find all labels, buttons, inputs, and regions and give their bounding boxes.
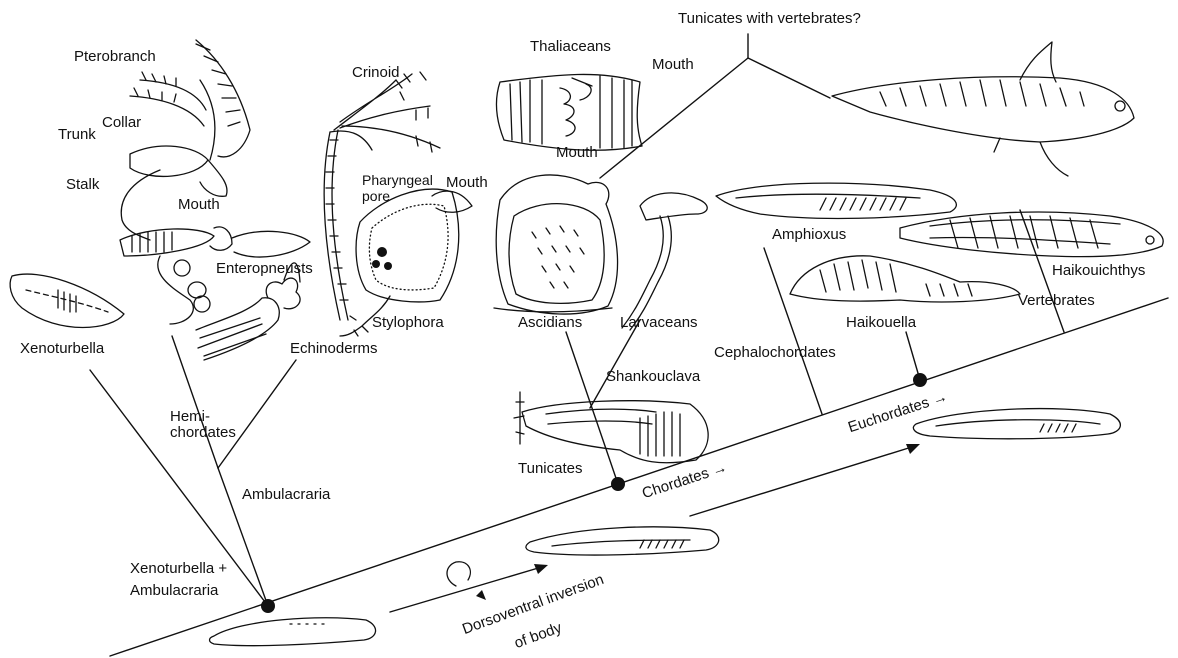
thaliacean-drawing — [497, 74, 642, 150]
shankouclava-drawing — [514, 392, 708, 463]
xeno-ambulacraria-label-line2: Ambulacraria — [130, 582, 218, 599]
rotation-arrow-icon — [447, 562, 486, 600]
larvaceans-label: Larvaceans — [620, 314, 698, 331]
hemichordate-branch — [172, 336, 218, 468]
thaliaceans-label: Thaliaceans — [530, 38, 611, 55]
tunicate-vert-right — [748, 58, 830, 98]
cephalochordate-branch — [764, 248, 822, 414]
ancestral-worm-1 — [210, 618, 376, 646]
ascidians-label: Ascidians — [518, 314, 582, 331]
collar-label: Collar — [102, 114, 141, 131]
node-euchordates — [913, 373, 927, 387]
tree-branches — [90, 34, 1168, 656]
enteropneusts-label: Enteropneusts — [216, 260, 313, 277]
mouth-stylophora-label: Mouth — [446, 174, 488, 191]
xenoturbella-drawing — [10, 274, 124, 327]
mouth-pterobranch-label: Mouth — [178, 196, 220, 213]
larvacean-drawing — [622, 193, 707, 330]
ancestral-worm-3 — [913, 409, 1120, 439]
shankouclava-label: Shankouclava — [606, 368, 700, 385]
stylophora-label: Stylophora — [372, 314, 444, 331]
ascidian-drawing — [494, 175, 618, 314]
haikouella-drawing — [790, 256, 1020, 302]
crinoid-label: Crinoid — [352, 64, 400, 81]
amphioxus-label: Amphioxus — [772, 226, 846, 243]
node-chordates — [611, 477, 625, 491]
dorsoventral-arrow-2 — [690, 446, 915, 516]
tunicates-label: Tunicates — [518, 460, 582, 477]
node-xeno-ambulacraria — [261, 599, 275, 613]
amphioxus-drawing — [716, 183, 956, 218]
haikouichthys-label: Haikouichthys — [1052, 262, 1145, 279]
haikouella-label: Haikouella — [846, 314, 916, 331]
vertebrates-label: Vertebrates — [1018, 292, 1095, 309]
hemichordates-label: chordates — [170, 424, 236, 441]
echinoderms-label: Echinoderms — [290, 340, 378, 357]
tunicate-vert-left — [600, 58, 748, 178]
pharyngeal-label: Pharyngeal — [362, 172, 433, 189]
echinoderm-branch — [218, 360, 296, 468]
haikouella-branch — [906, 332, 920, 380]
xenoturbella-label: Xenoturbella — [20, 340, 104, 357]
hemi-label: Hemi- — [170, 408, 210, 425]
haikouichthys-drawing — [900, 212, 1163, 257]
ancestral-worm-2 — [526, 527, 719, 555]
pore-label: pore — [362, 188, 390, 205]
cephalochordates-label: Cephalochordates — [714, 344, 836, 361]
stalk-label: Stalk — [66, 176, 99, 193]
mouth-ascidian-label: Mouth — [556, 144, 598, 161]
trunk-label: Trunk — [58, 126, 96, 143]
mouth-thaliaceans-label: Mouth — [652, 56, 694, 73]
pterobranch-label: Pterobranch — [74, 48, 156, 65]
tunicates-with-vertebrates-label: Tunicates with vertebrates? — [678, 10, 861, 27]
ambulacraria-label: Ambulacraria — [242, 486, 330, 503]
fish-drawing — [832, 42, 1134, 176]
larvacean-branch — [590, 320, 640, 408]
echinoderm-drawing — [196, 263, 300, 360]
xeno-ambulacraria-label-line1: Xenoturbella + — [130, 560, 227, 577]
